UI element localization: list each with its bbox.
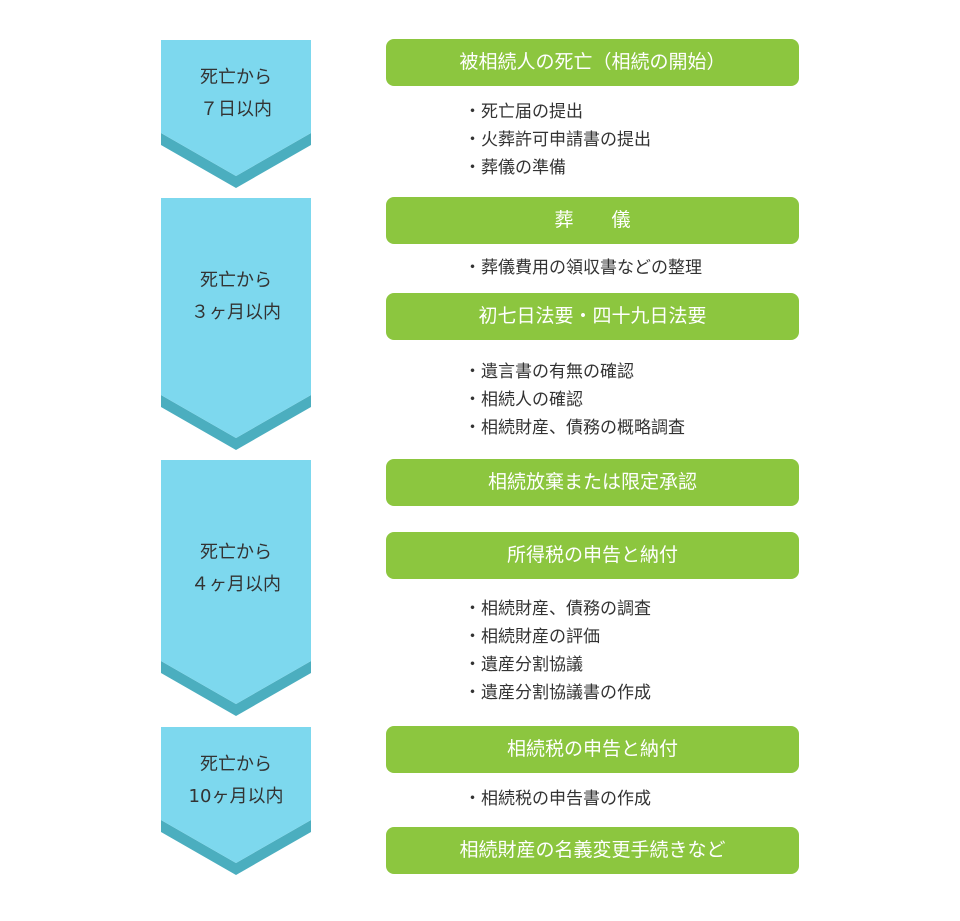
task-list-funeral: ・葬儀費用の領収書などの整理 bbox=[464, 254, 702, 282]
step-inheritance-tax: 相続税の申告と納付 bbox=[386, 726, 799, 773]
arrow-shadow bbox=[161, 395, 311, 450]
stage-arrow-4-months: 死亡から ４ヶ月以内 bbox=[161, 460, 311, 716]
arrow-body bbox=[161, 727, 311, 863]
stage-arrow-3-months: 死亡から ３ヶ月以内 bbox=[161, 198, 311, 450]
stage-arrow-7-days: 死亡から ７日以内 bbox=[161, 40, 311, 188]
step-income-tax: 所得税の申告と納付 bbox=[386, 532, 799, 579]
task-list-memorial: ・遺言書の有無の確認 ・相続人の確認 ・相続財産、債務の概略調査 bbox=[464, 358, 685, 442]
stage-label: 死亡から 10ヶ月以内 bbox=[161, 749, 311, 813]
step-funeral: 葬 儀 bbox=[386, 197, 799, 244]
arrow-shadow bbox=[161, 133, 311, 188]
step-renunciation: 相続放棄または限定承認 bbox=[386, 459, 799, 506]
arrow-body bbox=[161, 460, 311, 704]
stage-label: 死亡から ４ヶ月以内 bbox=[161, 537, 311, 601]
task-item: ・死亡届の提出 bbox=[464, 102, 583, 122]
stage-label-line1: 死亡から bbox=[200, 542, 272, 563]
task-item: ・相続財産の評価 bbox=[464, 627, 600, 647]
task-item: ・遺産分割協議 bbox=[464, 655, 583, 675]
stage-label-line1: 死亡から bbox=[200, 270, 272, 291]
task-list-inheritance-tax: ・相続税の申告書の作成 bbox=[464, 785, 651, 813]
stage-label-line2: ４ヶ月以内 bbox=[191, 574, 281, 595]
stage-arrow-shape bbox=[161, 727, 311, 875]
arrow-shadow bbox=[161, 661, 311, 716]
task-item: ・葬儀の準備 bbox=[464, 158, 566, 178]
stage-label-line1: 死亡から bbox=[200, 67, 272, 88]
arrow-shadow bbox=[161, 820, 311, 875]
step-death-start-of-inheritance: 被相続人の死亡（相続の開始） bbox=[386, 39, 799, 86]
task-item: ・遺産分割協議書の作成 bbox=[464, 683, 651, 703]
task-item: ・相続財産、債務の調査 bbox=[464, 599, 651, 619]
stage-label: 死亡から ３ヶ月以内 bbox=[161, 265, 311, 329]
stage-label-line2: ３ヶ月以内 bbox=[191, 302, 281, 323]
task-item: ・遺言書の有無の確認 bbox=[464, 362, 634, 382]
stage-label: 死亡から ７日以内 bbox=[161, 62, 311, 126]
arrow-body bbox=[161, 40, 311, 176]
stage-arrow-shape bbox=[161, 40, 311, 188]
step-title-transfer: 相続財産の名義変更手続きなど bbox=[386, 827, 799, 874]
task-item: ・相続税の申告書の作成 bbox=[464, 789, 651, 809]
stage-label-line1: 死亡から bbox=[200, 754, 272, 775]
task-item: ・葬儀費用の領収書などの整理 bbox=[464, 258, 702, 278]
task-list-death: ・死亡届の提出 ・火葬許可申請書の提出 ・葬儀の準備 bbox=[464, 98, 651, 182]
task-item: ・相続人の確認 bbox=[464, 390, 583, 410]
stage-arrow-shape bbox=[161, 198, 311, 450]
arrow-body bbox=[161, 198, 311, 438]
stage-arrow-shape bbox=[161, 460, 311, 716]
stage-label-line2: 10ヶ月以内 bbox=[188, 786, 284, 807]
stage-label-line2: ７日以内 bbox=[200, 99, 272, 120]
task-item: ・火葬許可申請書の提出 bbox=[464, 130, 651, 150]
task-item: ・相続財産、債務の概略調査 bbox=[464, 418, 685, 438]
task-list-income-tax: ・相続財産、債務の調査 ・相続財産の評価 ・遺産分割協議 ・遺産分割協議書の作成 bbox=[464, 595, 651, 707]
stage-arrow-10-months: 死亡から 10ヶ月以内 bbox=[161, 727, 311, 875]
step-memorial-services: 初七日法要・四十九日法要 bbox=[386, 293, 799, 340]
